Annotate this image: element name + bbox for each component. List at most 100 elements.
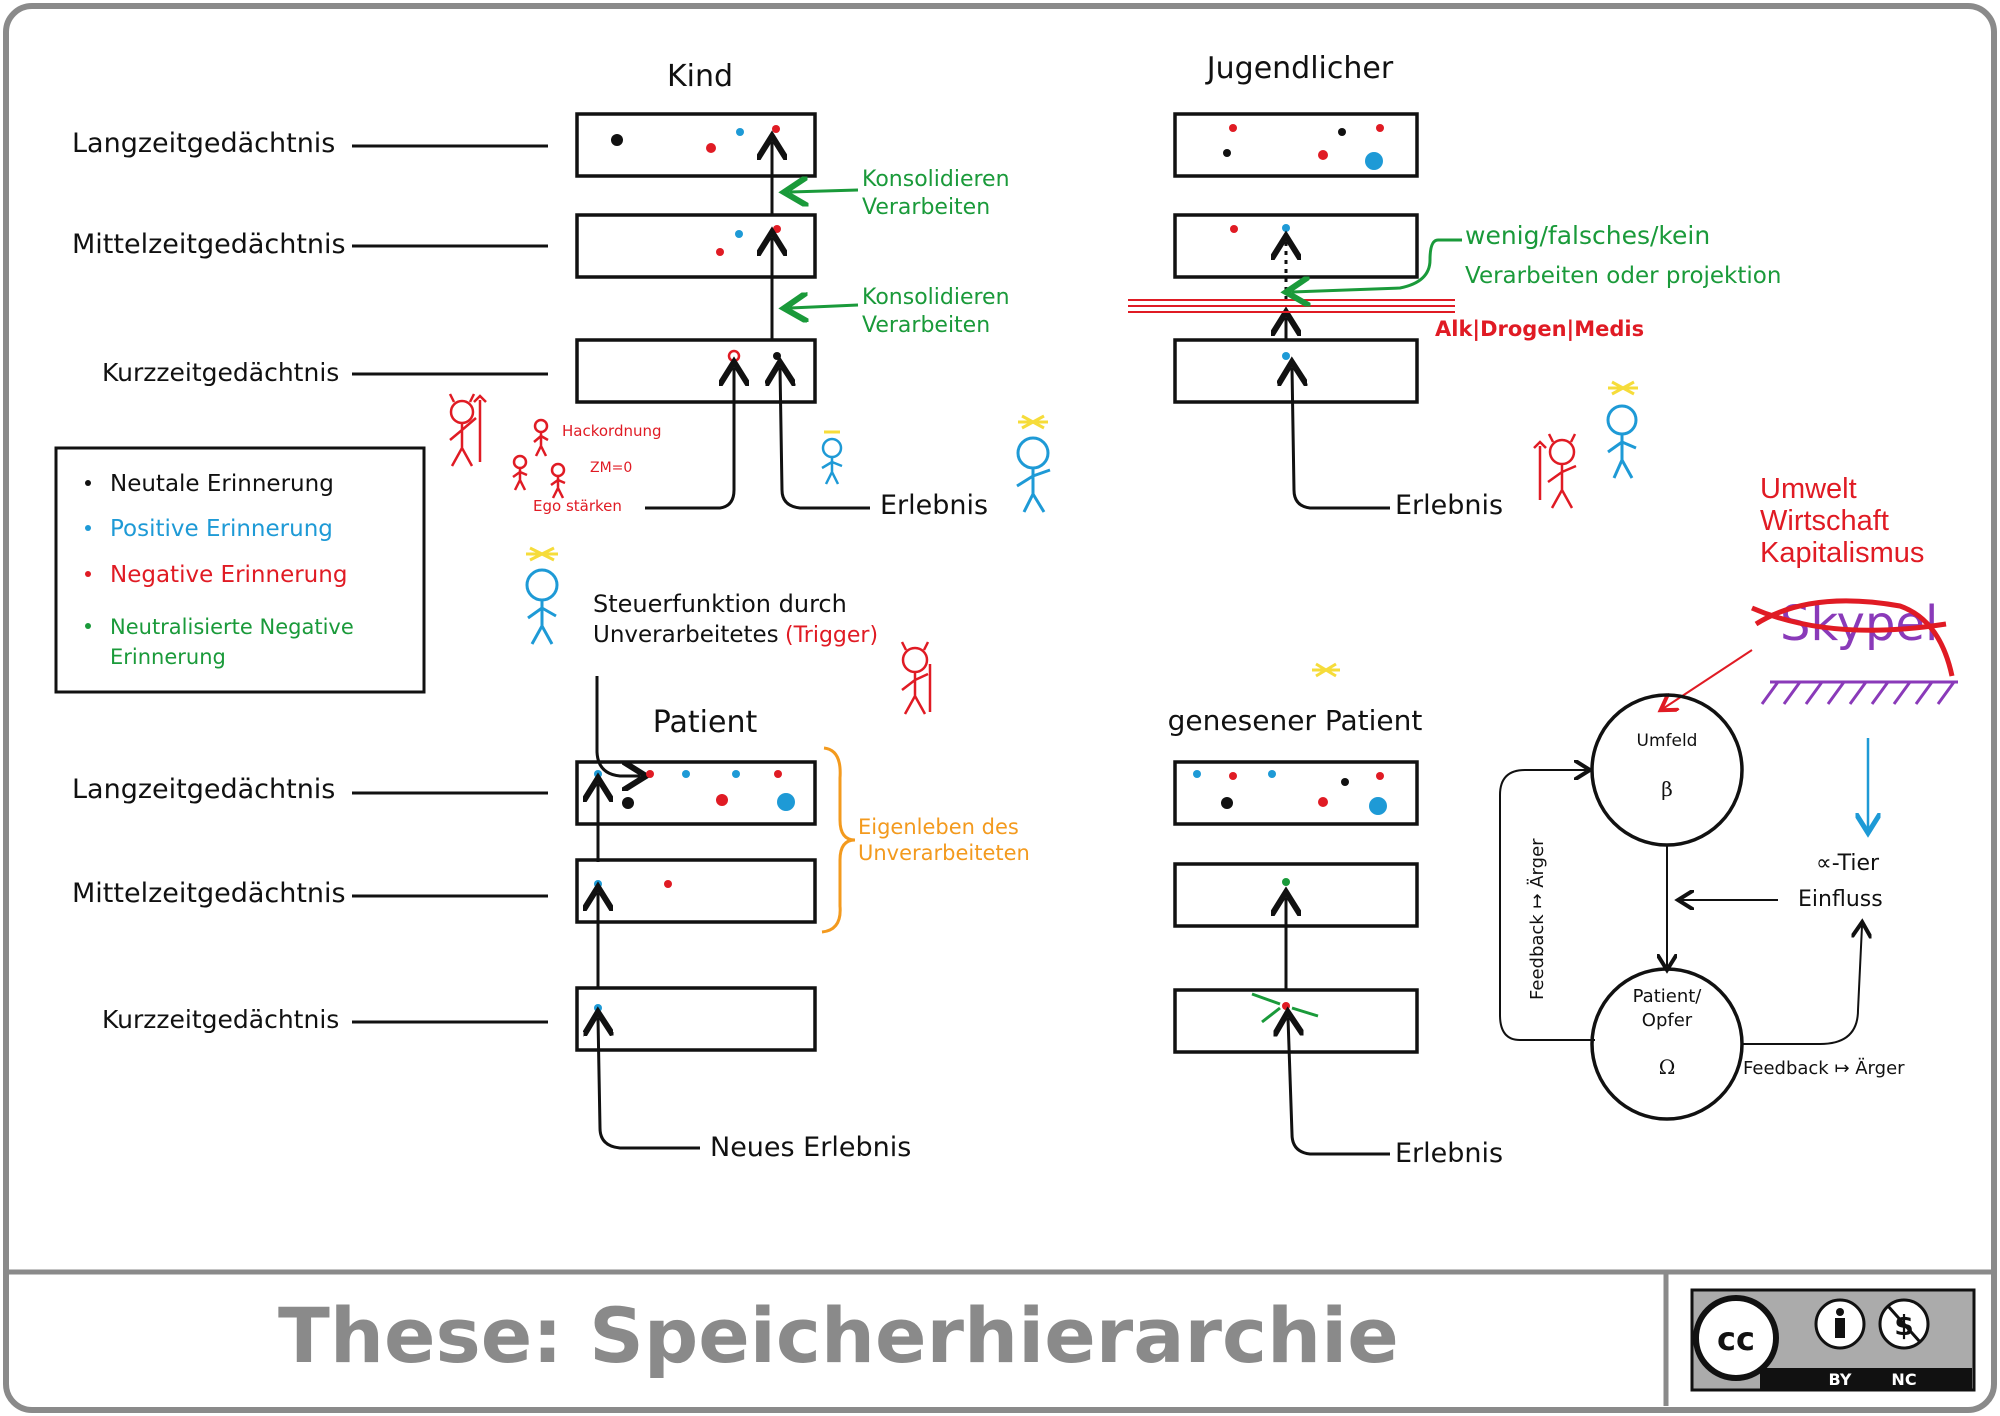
box-patient-kurz [575,986,817,1052]
legend-item-neutralisiert: Neutralisierte Negative [110,615,354,639]
devil-trigger [900,641,932,715]
devil-jugend [1533,433,1577,509]
box-kind-kurz [575,338,817,404]
box-jugend-lang [1173,112,1419,178]
wirtschaft-label: Wirtschaft [1760,505,1889,537]
arrows-jugend [1286,242,1390,510]
label-langzeit-bottom: Langzeitgedächtnis [72,774,335,805]
box-genesen-mittel [1173,862,1419,928]
box-kind-mittel [575,213,817,279]
eigenleben-line1: Eigenleben des [858,815,1019,839]
box-genesen-kurz [1173,988,1419,1054]
box-jugend-mittel [1173,213,1419,279]
nc-label: NC [1891,1370,1916,1389]
devil-figures [448,393,566,499]
label-kurzzeit-bottom: Kurzzeitgedächtnis [102,1005,339,1034]
devil-small-1 [533,418,549,457]
arrows-patient [598,784,700,1150]
box-patient-mittel [575,858,817,924]
konsolidieren-1-line2: Verarbeiten [862,195,990,220]
erlebnis-kind: Erlebnis [880,490,988,521]
arrow-skypel-umfeld [1664,649,1753,708]
sun-genesen [1312,662,1340,678]
happy-figure-steuer [525,546,559,645]
brace-eigenleben [821,746,856,934]
alk-drogen-medis: Alk|Drogen|Medis [1435,317,1644,342]
beta-symbol: β [1661,777,1673,801]
legend: Neutale Erinnerung Positive Erinnerung N… [85,471,354,669]
zm-label: ZM=0 [590,460,632,476]
feedback-left-label: Feedback ↦ Ärger [1527,838,1548,1000]
arrows-kind [645,142,870,510]
circle-umfeld [1590,693,1744,847]
dots-patient [594,770,795,1012]
umfeld-label: Umfeld [1637,731,1698,751]
arrows-konsolidieren [790,190,859,308]
panel-title-patient: Patient [653,705,758,740]
eigenleben-line2: Unverarbeiteten [858,841,1030,865]
cc-license-badge[interactable]: cc $ BY NC [1690,1288,1976,1392]
ground-hatch [1760,680,1958,705]
ego-label: Ego stärken [533,497,622,515]
erlebnis-genesen: Erlebnis [1395,1138,1503,1169]
hackordnung-label: Hackordnung [562,422,662,440]
konsolidieren-2-line2: Verarbeiten [862,313,990,338]
arrow-trigger [595,676,640,776]
legend-item-negative: Negative Erinnerung [110,562,347,588]
kapitalismus-label: Kapitalismus [1760,537,1924,569]
box-genesen-lang [1173,760,1419,826]
einfluss-label: Einfluss [1798,887,1883,912]
label-mittelzeit-bottom: Mittelzeitgedächtnis [72,878,346,909]
erlebnis-jugend: Erlebnis [1395,490,1503,521]
feedback-bottom-label: Feedback ↦ Ärger [1743,1058,1905,1079]
cc-text: cc [1717,1320,1755,1358]
arrows-genesen [1286,898,1390,1156]
box-jugend-kurz [1173,338,1419,404]
trigger-label: (Trigger) [785,623,878,648]
wenig-line1: wenig/falsches/kein [1465,221,1710,250]
dots-kind [611,125,781,363]
alpha-tier-label: ∝-Tier [1816,851,1880,876]
label-mittelzeit-top: Mittelzeitgedächtnis [72,229,346,260]
panel-title-kind: Kind [667,59,733,94]
memory-boxes [575,112,1419,1054]
barrier-lines [1128,299,1455,313]
footer-title: These: Speicherhierarchie [278,1291,1399,1380]
legend-box [54,446,426,694]
devil-big [448,393,487,467]
box-kind-lang [575,112,817,178]
devil-small-3 [550,462,566,499]
happy-figure-small [821,430,843,485]
konsolidieren-2-line1: Konsolidieren [862,285,1010,310]
patient-opfer-line1: Patient/ [1633,986,1703,1007]
neues-erlebnis: Neues Erlebnis [710,1132,911,1163]
umwelt-label: Umwelt [1760,473,1857,505]
box-patient-lang [575,760,817,826]
patient-opfer-line2: Opfer [1642,1010,1693,1031]
dots-jugend [1223,124,1384,360]
happy-figure-jugend [1606,380,1638,479]
happy-figure-kind [1016,414,1051,513]
omega-symbol: Ω [1659,1055,1676,1079]
legend-item-neutralisiert-line2: Erinnerung [110,645,226,669]
panel-title-jugendlicher: Jugendlicher [1205,51,1394,86]
arrows-cycle [1499,770,1862,1045]
arrow-wenig [1292,238,1462,292]
panel-title-genesener-patient: genesener Patient [1168,704,1423,737]
legend-item-positive: Positive Erinnerung [110,516,333,542]
wenig-line2: Verarbeiten oder projektion [1465,263,1781,289]
outer-frame [3,3,1997,1413]
label-langzeit-top: Langzeitgedächtnis [72,128,335,159]
devil-small-2 [512,454,528,491]
dots-genesen [1193,770,1387,1010]
by-label: BY [1829,1370,1852,1389]
cc-icon [1693,1295,1779,1381]
steuer-line2: Unverarbeitetes [593,622,779,648]
skypel-crossout [1751,598,1955,677]
label-kurzzeit-top: Kurzzeitgedächtnis [102,358,339,387]
steuer-line1: Steuerfunktion durch [593,590,847,618]
legend-item-neutral: Neutale Erinnerung [110,471,334,497]
konsolidieren-1-line1: Konsolidieren [862,167,1010,192]
